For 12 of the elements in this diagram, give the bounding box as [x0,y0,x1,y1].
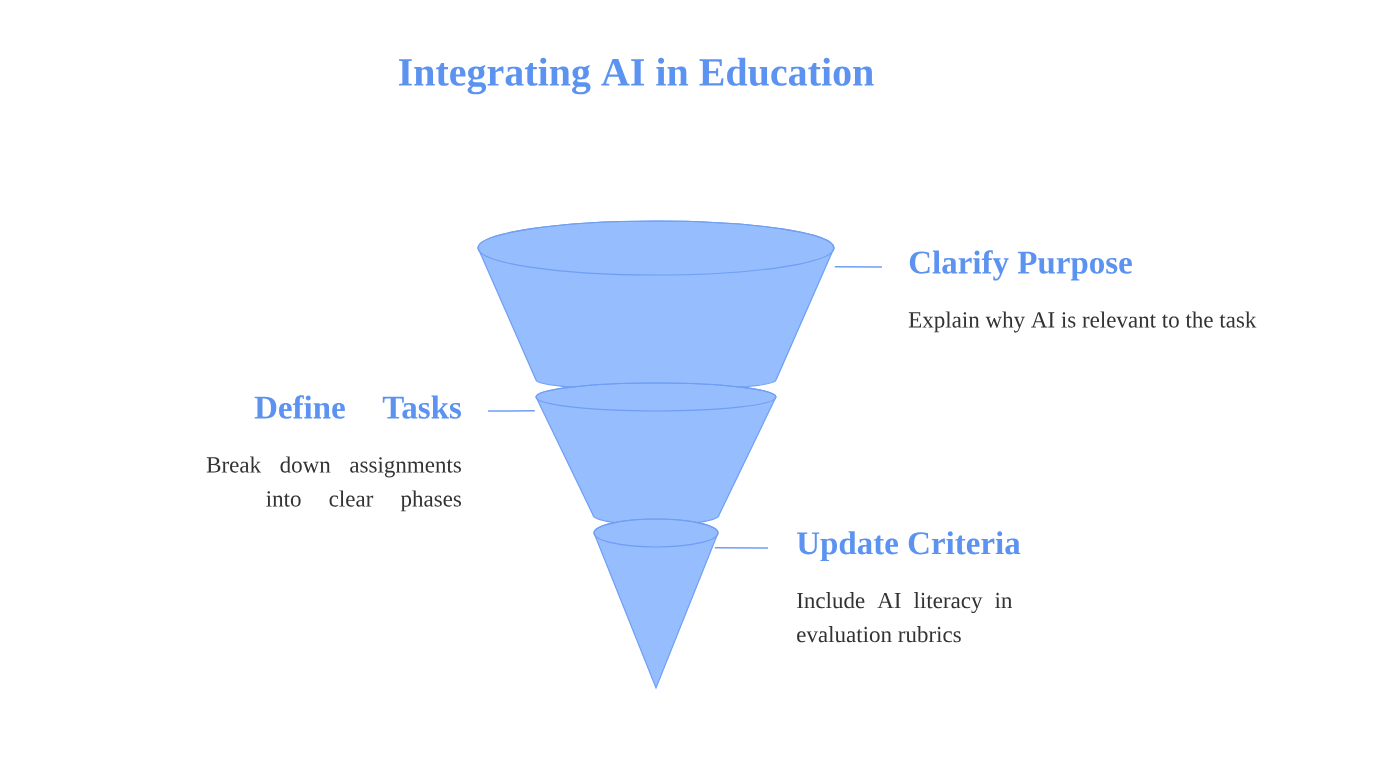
leader-line [714,547,769,549]
step-heading: Update Criteria [797,531,1021,562]
title: Integrating AI in Education [399,57,874,95]
funnel-segment [593,518,719,689]
step-description: Break down assignments into clear phases [206,456,461,512]
funnel-segment [535,382,777,526]
step-heading: Define Tasks [254,395,461,419]
step-description: Explain why AI is relevant to the task [908,311,1257,333]
leader-line [487,410,536,412]
leader-line [834,266,883,268]
step-description: Include AI literacy in evaluation rubrics [797,592,1013,643]
step-heading: Clarify Purpose [909,250,1132,281]
